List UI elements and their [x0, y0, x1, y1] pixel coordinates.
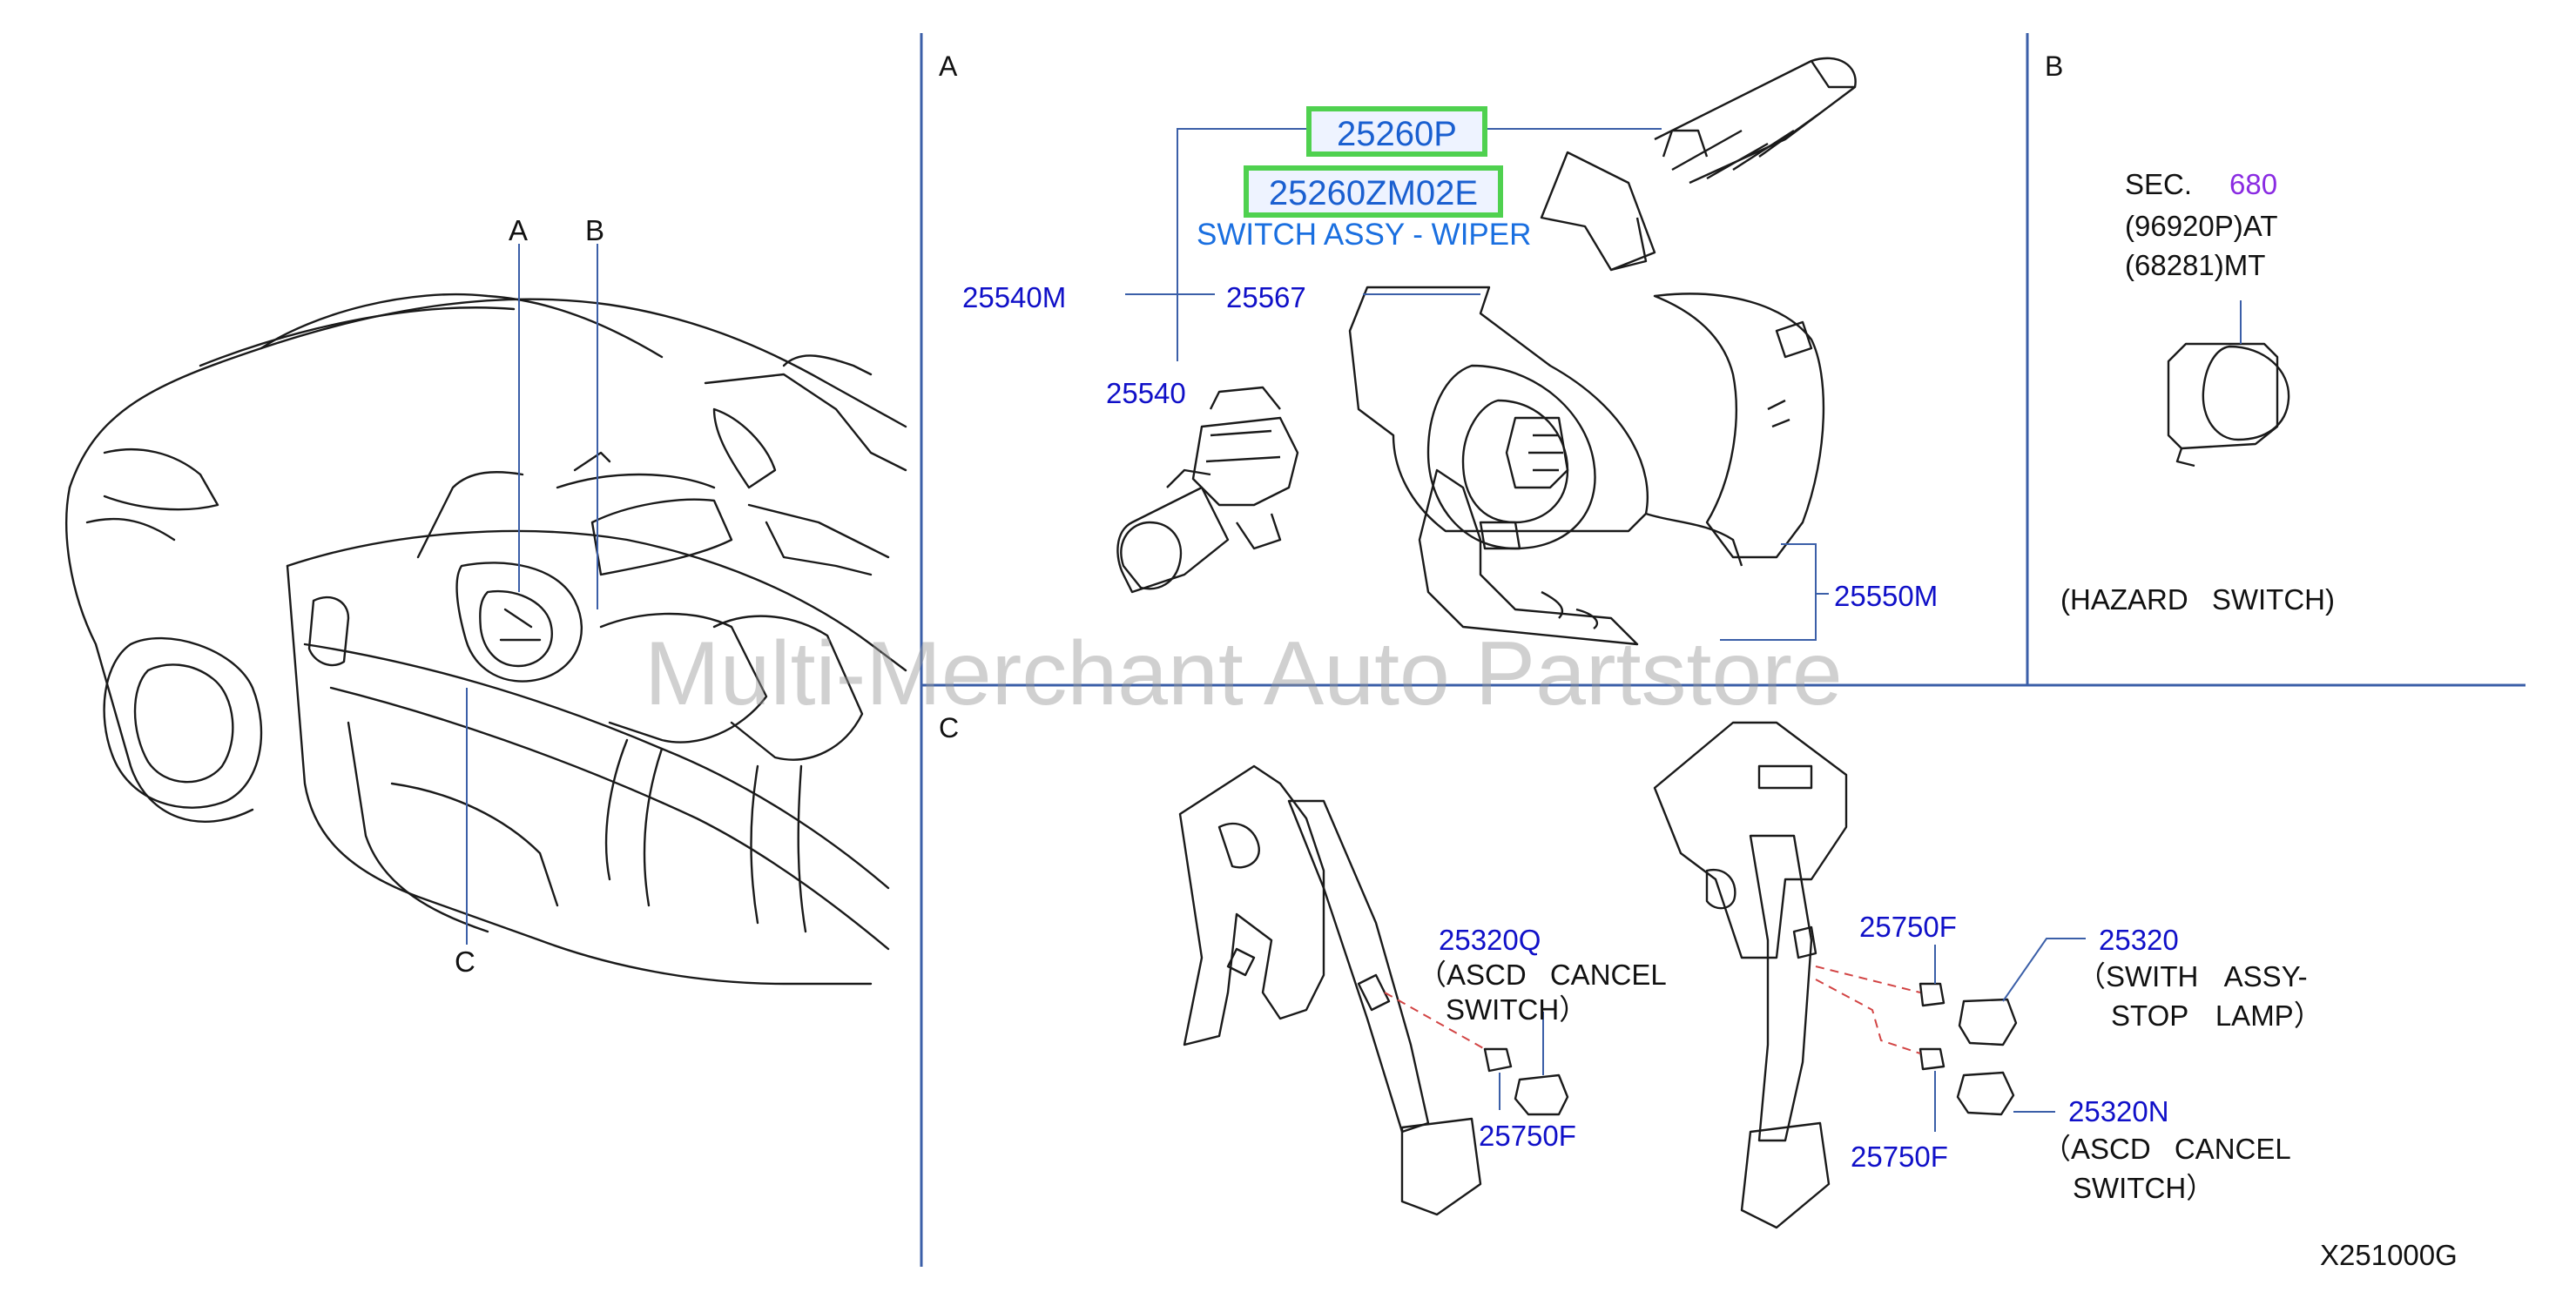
- part-number-25540m[interactable]: 25540M: [962, 281, 1067, 313]
- overview-label-b: B: [585, 214, 605, 246]
- overview-leaders: [466, 244, 598, 945]
- ascd-cancel-label-2a: （ASCD CANCEL: [2042, 1133, 2291, 1165]
- sec-label: SEC.: [2125, 168, 2193, 200]
- section-a-drawing: [1116, 57, 1857, 646]
- section-c-drawing: [1178, 721, 2018, 1229]
- stop-lamp-label-b: STOP LAMP）: [2111, 999, 2323, 1032]
- part-number-25320q[interactable]: 25320Q: [1439, 924, 1541, 956]
- wiper-switch-description: SWITCH ASSY - WIPER: [1197, 218, 1532, 252]
- stop-lamp-label-a: （SWITH ASSY-: [2077, 960, 2308, 993]
- part-number-25750f-top[interactable]: 25750F: [1859, 911, 1957, 943]
- part-number-25540[interactable]: 25540: [1106, 377, 1186, 409]
- hazard-switch-caption: (HAZARD SWITCH): [2060, 583, 2335, 616]
- highlight-part-25260p[interactable]: 25260P: [1306, 106, 1487, 157]
- part-number-25550m[interactable]: 25550M: [1834, 580, 1939, 612]
- section-label-c: C: [939, 712, 960, 744]
- part-number-25320n[interactable]: 25320N: [2068, 1095, 2169, 1127]
- part-number-25260zm02e: 25260ZM02E: [1268, 174, 1479, 212]
- ref-96920p: (96920P)AT: [2125, 210, 2278, 242]
- ascd-cancel-label-1a: （ASCD CANCEL: [1418, 959, 1667, 991]
- part-number-25750f-left[interactable]: 25750F: [1479, 1120, 1576, 1152]
- section-label-a: A: [939, 50, 958, 82]
- part-number-25750f-bottom[interactable]: 25750F: [1851, 1141, 1948, 1173]
- ascd-cancel-label-1b: SWITCH）: [1446, 993, 1588, 1026]
- part-number-25567[interactable]: 25567: [1226, 281, 1306, 313]
- part-number-25320[interactable]: 25320: [2099, 924, 2179, 956]
- hazard-switch-drawing: [2167, 342, 2290, 468]
- overview-label-c: C: [455, 945, 475, 978]
- section-a-leaders: [1125, 128, 1829, 641]
- diagram-code: X251000G: [2320, 1239, 2458, 1271]
- ref-68281: (68281)MT: [2125, 249, 2266, 281]
- ascd-cancel-label-2b: SWITCH）: [2073, 1172, 2215, 1204]
- car-overview-drawing: [65, 293, 907, 986]
- section-c-dashed-guides: [1384, 966, 1921, 1054]
- section-dividers: [920, 33, 2525, 1267]
- section-label-b: B: [2045, 50, 2064, 82]
- highlight-part-25260zm02e[interactable]: 25260ZM02E: [1244, 165, 1503, 218]
- overview-label-a: A: [509, 214, 529, 246]
- section-c-leaders: [1499, 938, 2086, 1132]
- sec-number-link[interactable]: 680: [2229, 168, 2278, 200]
- part-number-25260p: 25260P: [1337, 115, 1457, 153]
